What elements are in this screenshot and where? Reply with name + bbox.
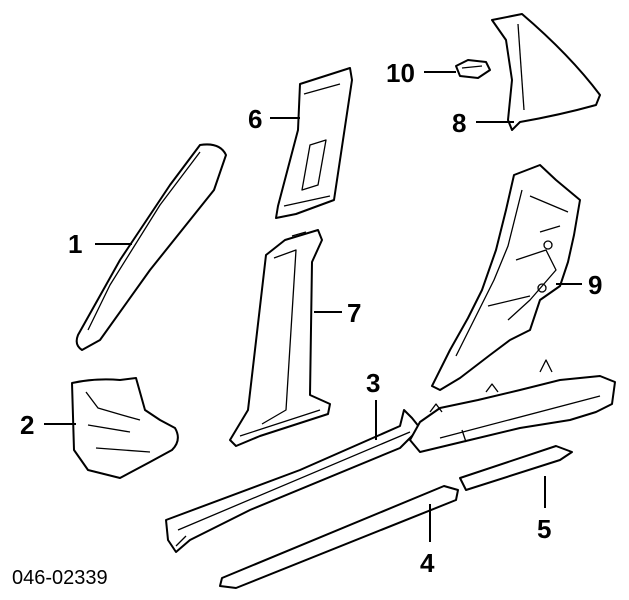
leader-lines (44, 71, 582, 542)
callout-6: 6 (248, 104, 262, 134)
callout-4: 4 (420, 548, 435, 578)
upper-b-pillar-trim (275, 67, 353, 219)
quarter-panel-trim (431, 164, 581, 391)
callout-9: 9 (588, 270, 602, 300)
callout-7: 7 (347, 298, 361, 328)
diagram-part-number: 046-02339 (12, 567, 108, 589)
trim-clip (455, 59, 491, 79)
callout-10: 10 (386, 58, 415, 88)
callout-8: 8 (452, 108, 466, 138)
rear-quarter-upper-trim (491, 13, 601, 131)
callout-2: 2 (20, 410, 34, 440)
callout-3: 3 (366, 368, 380, 398)
lower-b-pillar-trim (229, 229, 331, 447)
step-plate-rear (459, 445, 573, 491)
callout-5: 5 (537, 514, 551, 544)
callout-1: 1 (68, 229, 82, 259)
a-pillar-trim (75, 143, 227, 351)
rear-sill-bracket (409, 359, 616, 453)
kick-panel (71, 377, 179, 479)
step-plate-front (219, 485, 459, 589)
